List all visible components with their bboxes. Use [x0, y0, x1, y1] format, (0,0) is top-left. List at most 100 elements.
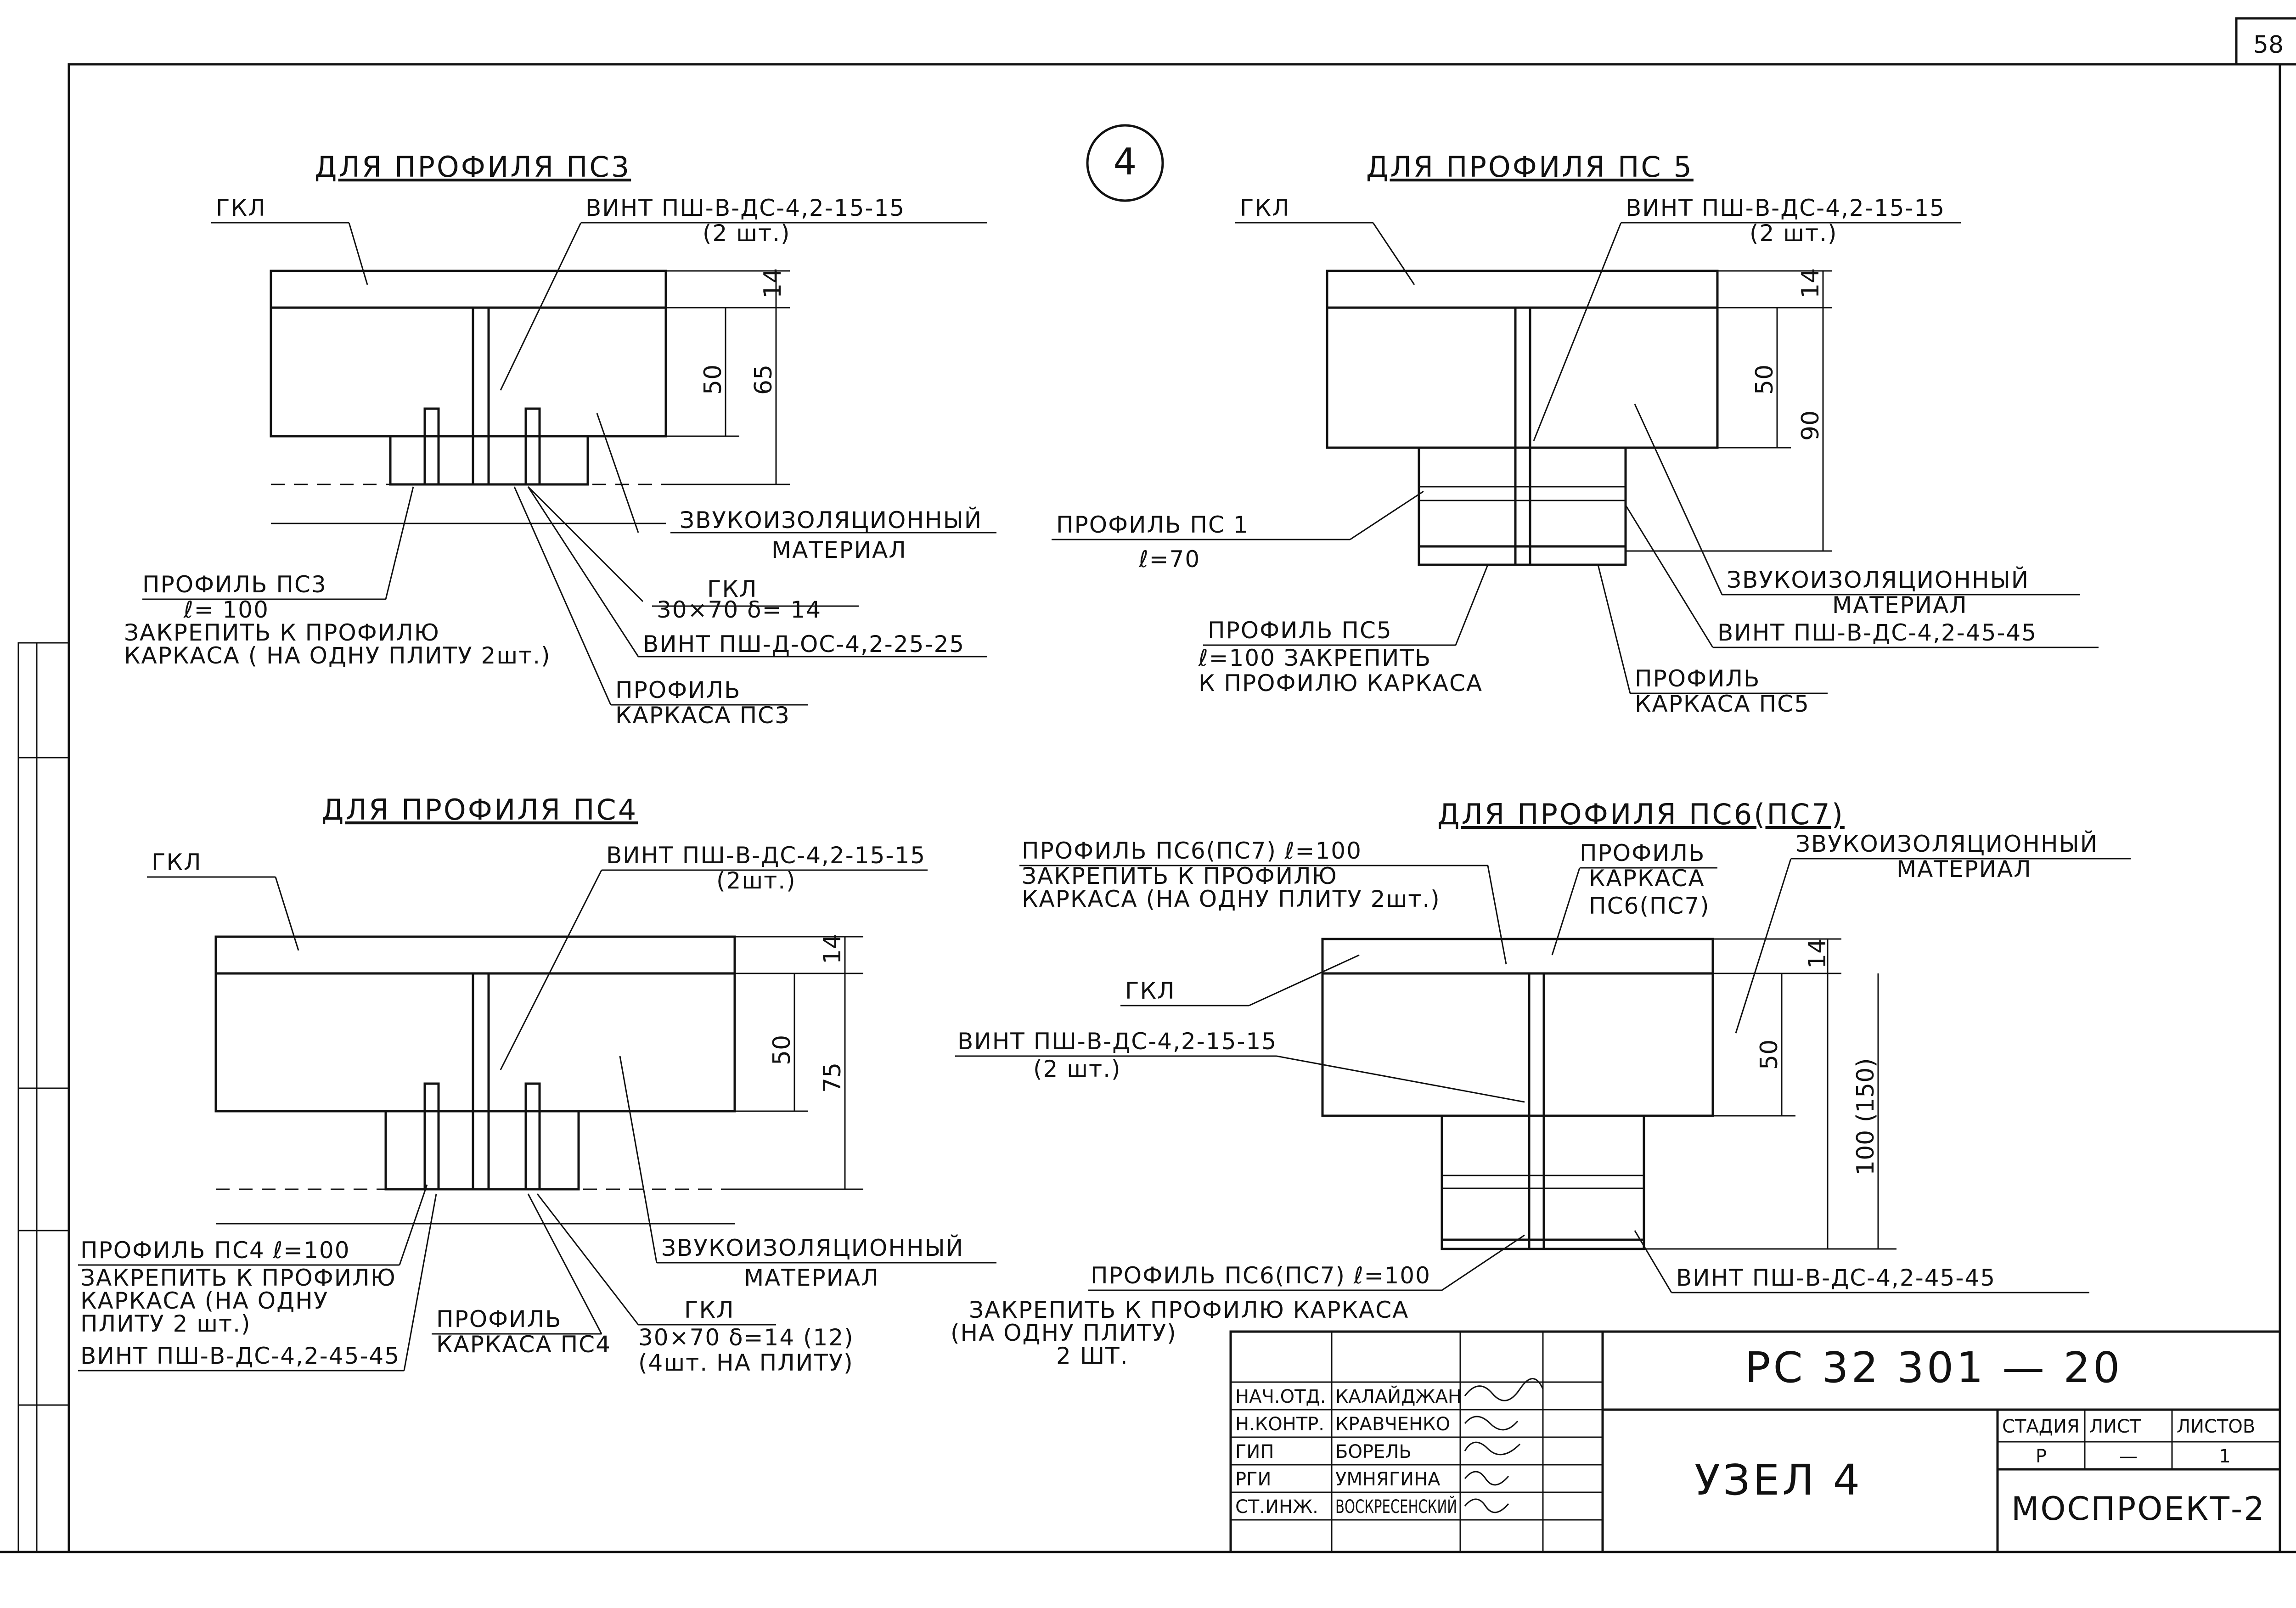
center-profile — [1514, 306, 1531, 566]
svg-text:ПРОФИЛЬ ПС6(ПС7) ℓ=100: ПРОФИЛЬ ПС6(ПС7) ℓ=100 — [1022, 838, 1362, 864]
insulation-layer — [270, 306, 667, 438]
svg-text:14: 14 — [1804, 939, 1831, 969]
svg-text:ПРОФИЛЬ ПС3: ПРОФИЛЬ ПС3 — [142, 571, 327, 598]
svg-text:30×70 δ= 14: 30×70 δ= 14 — [657, 596, 822, 623]
svg-text:ЗВУКОИЗОЛЯЦИОННЫЙ: ЗВУКОИЗОЛЯЦИОННЫЙ — [1727, 566, 2029, 593]
svg-text:14: 14 — [1797, 268, 1824, 298]
gypsum-board — [1321, 938, 1714, 975]
detail-title: ДЛЯ ПРОФИЛЯ ПС3 — [315, 150, 631, 184]
svg-text:ГКЛ: ГКЛ — [216, 195, 266, 221]
svg-text:ВИНТ ПШ-В-ДС-4,2-15-15: ВИНТ ПШ-В-ДС-4,2-15-15 — [957, 1028, 1277, 1055]
svg-text:МАТЕРИАЛ: МАТЕРИАЛ — [1832, 592, 1968, 618]
detail-ps6-ps7: ДЛЯ ПРОФИЛЯ ПС6(ПС7) 14 50 100 (150) ПРО… — [951, 798, 2131, 1369]
svg-text:СТАДИЯ: СТАДИЯ — [2002, 1416, 2080, 1437]
screw — [1418, 486, 1626, 501]
svg-text:ЗАКРЕПИТЬ К ПРОФИЛЮ: ЗАКРЕПИТЬ К ПРОФИЛЮ — [80, 1265, 396, 1291]
svg-text:14: 14 — [819, 934, 846, 964]
svg-text:ДЛЯ ПРОФИЛЯ ПС4: ДЛЯ ПРОФИЛЯ ПС4 — [321, 793, 638, 826]
document-code: РС 32 301 — 20 — [1745, 1343, 2122, 1392]
gypsum-board — [214, 935, 736, 975]
svg-text:ГКЛ: ГКЛ — [684, 1297, 735, 1323]
svg-text:ЛИСТ: ЛИСТ — [2089, 1416, 2141, 1437]
svg-text:ВИНТ ПШ-В-ДС-4,2-45-45: ВИНТ ПШ-В-ДС-4,2-45-45 — [1676, 1265, 1996, 1291]
screw — [524, 407, 541, 486]
svg-text:ПРОФИЛЬ ПС5: ПРОФИЛЬ ПС5 — [1208, 617, 1392, 644]
svg-text:ЗАКРЕПИТЬ К ПРОФИЛЮ: ЗАКРЕПИТЬ К ПРОФИЛЮ — [124, 619, 440, 646]
node-circle — [1086, 124, 1164, 202]
svg-text:2 ШТ.: 2 ШТ. — [1056, 1343, 1129, 1369]
screw — [423, 1082, 440, 1191]
svg-text:ℓ= 100: ℓ= 100 — [183, 596, 269, 623]
detail-ps5: ДЛЯ ПРОФИЛЯ ПС 5 14 50 90 ГКЛ ВИНТ ПШ-В-… — [1052, 150, 2099, 717]
screw — [524, 1082, 541, 1191]
frame-profile — [384, 1110, 580, 1191]
svg-text:30×70 δ=14 (12): 30×70 δ=14 (12) — [638, 1324, 854, 1351]
svg-text:ПРОФИЛЬ ПС4 ℓ=100: ПРОФИЛЬ ПС4 ℓ=100 — [80, 1237, 350, 1264]
svg-text:ℓ=70: ℓ=70 — [1138, 546, 1200, 573]
svg-text:ГИП: ГИП — [1235, 1441, 1274, 1462]
svg-text:ДЛЯ ПРОФИЛЯ ПС6(ПС7): ДЛЯ ПРОФИЛЯ ПС6(ПС7) — [1437, 798, 1845, 831]
dim-65: 65 — [750, 365, 777, 395]
svg-text:ПРОФИЛЬ ПС6(ПС7) ℓ=100: ПРОФИЛЬ ПС6(ПС7) ℓ=100 — [1091, 1262, 1431, 1289]
svg-text:50: 50 — [1756, 1040, 1783, 1070]
svg-text:ПРОФИЛЬ ПС 1: ПРОФИЛЬ ПС 1 — [1056, 512, 1249, 538]
svg-text:УМНЯГИНА: УМНЯГИНА — [1335, 1469, 1441, 1490]
svg-text:ЗАКРЕПИТЬ К ПРОФИЛЮ: ЗАКРЕПИТЬ К ПРОФИЛЮ — [1022, 863, 1338, 889]
svg-text:ВИНТ ПШ-В-ДС-4,2-15-15: ВИНТ ПШ-В-ДС-4,2-15-15 — [585, 195, 905, 221]
svg-text:ДЛЯ ПРОФИЛЯ ПС 5: ДЛЯ ПРОФИЛЯ ПС 5 — [1366, 150, 1694, 184]
svg-text:КАРКАСА (НА ОДНУ ПЛИТУ 2шт.): КАРКАСА (НА ОДНУ ПЛИТУ 2шт.) — [1022, 886, 1441, 912]
page-number-box — [2235, 17, 2296, 66]
gypsum-board — [270, 270, 667, 309]
title-block: НАЧ.ОТД. Н.КОНТР. ГИП РГИ СТ.ИНЖ. КАЛАЙД… — [1229, 1330, 2281, 1553]
sheet-title: УЗЕЛ 4 — [1694, 1456, 1863, 1505]
svg-text:КАРКАСА ( НА ОДНУ ПЛИТУ 2шт.): КАРКАСА ( НА ОДНУ ПЛИТУ 2шт.) — [124, 642, 551, 669]
svg-text:К ПРОФИЛЮ КАРКАСА: К ПРОФИЛЮ КАРКАСА — [1199, 670, 1483, 697]
svg-text:ЛИСТОВ: ЛИСТОВ — [2177, 1416, 2255, 1437]
screw — [423, 407, 440, 486]
gypsum-board — [1326, 270, 1719, 309]
dim-50: 50 — [699, 365, 727, 395]
svg-text:КАРКАСА: КАРКАСА — [1589, 865, 1705, 892]
svg-text:КАРКАСА ПС4: КАРКАСА ПС4 — [436, 1331, 611, 1358]
svg-text:(2шт.): (2шт.) — [716, 867, 796, 894]
svg-text:ВОСКРЕСЕНСКИЙ: ВОСКРЕСЕНСКИЙ — [1335, 1496, 1457, 1518]
svg-text:БОРЕЛЬ: БОРЕЛЬ — [1335, 1441, 1412, 1462]
svg-text:ГКЛ: ГКЛ — [1125, 978, 1176, 1004]
svg-text:50: 50 — [768, 1035, 796, 1065]
svg-text:ПРОФИЛЬ: ПРОФИЛЬ — [615, 677, 741, 703]
svg-text:ПРОФИЛЬ: ПРОФИЛЬ — [436, 1306, 562, 1333]
svg-text:ЗВУКОИЗОЛЯЦИОННЫЙ: ЗВУКОИЗОЛЯЦИОННЫЙ — [1795, 830, 2098, 857]
svg-text:КАЛАЙДЖАН: КАЛАЙДЖАН — [1335, 1385, 1462, 1407]
svg-text:ЗВУКОИЗОЛЯЦИОННЫЙ: ЗВУКОИЗОЛЯЦИОННЫЙ — [661, 1234, 964, 1261]
dim-14: 14 — [759, 268, 787, 298]
left-stamp-strip — [17, 642, 70, 1553]
svg-text:—: — — [2119, 1446, 2138, 1467]
signature — [1464, 1416, 1519, 1431]
signature — [1464, 1471, 1509, 1486]
svg-text:КАРКАСА (НА ОДНУ: КАРКАСА (НА ОДНУ — [80, 1288, 328, 1314]
node-number: 4 — [1114, 141, 1137, 183]
svg-text:ГКЛ: ГКЛ — [1240, 195, 1290, 221]
svg-text:ВИНТ ПШ-В-ДС-4,2-15-15: ВИНТ ПШ-В-ДС-4,2-15-15 — [606, 842, 926, 869]
insulation-layer — [1321, 972, 1714, 1117]
insulation-layer — [214, 972, 736, 1113]
svg-text:Р: Р — [2036, 1446, 2047, 1467]
svg-text:(2 шт.): (2 шт.) — [1033, 1056, 1121, 1082]
svg-text:НАЧ.ОТД.: НАЧ.ОТД. — [1235, 1386, 1326, 1407]
screw — [1441, 1175, 1645, 1189]
svg-text:МАТЕРИАЛ: МАТЕРИАЛ — [771, 537, 907, 563]
svg-text:СТ.ИНЖ.: СТ.ИНЖ. — [1235, 1496, 1318, 1518]
svg-text:(НА ОДНУ ПЛИТУ): (НА ОДНУ ПЛИТУ) — [951, 1320, 1177, 1346]
svg-text:ВИНТ ПШ-В-ДС-4,2-45-45: ВИНТ ПШ-В-ДС-4,2-45-45 — [1717, 619, 2037, 646]
center-profile — [472, 306, 490, 486]
svg-text:КАРКАСА ПС3: КАРКАСА ПС3 — [615, 702, 790, 729]
detail-ps4: ДЛЯ ПРОФИЛЯ ПС4 14 50 75 ГКЛ ВИНТ ПШ-В-Д — [78, 793, 996, 1376]
svg-text:(2 шт.): (2 шт.) — [703, 220, 791, 247]
signature — [1464, 1498, 1509, 1513]
svg-text:(2 шт.): (2 шт.) — [1750, 220, 1838, 247]
svg-text:50: 50 — [1751, 365, 1778, 395]
detail-ps3: ДЛЯ ПРОФИЛЯ ПС3 14 50 65 ГКЛ В — [124, 150, 996, 729]
svg-text:ПРОФИЛЬ: ПРОФИЛЬ — [1635, 665, 1760, 692]
svg-text:ПРОФИЛЬ: ПРОФИЛЬ — [1580, 840, 1705, 866]
